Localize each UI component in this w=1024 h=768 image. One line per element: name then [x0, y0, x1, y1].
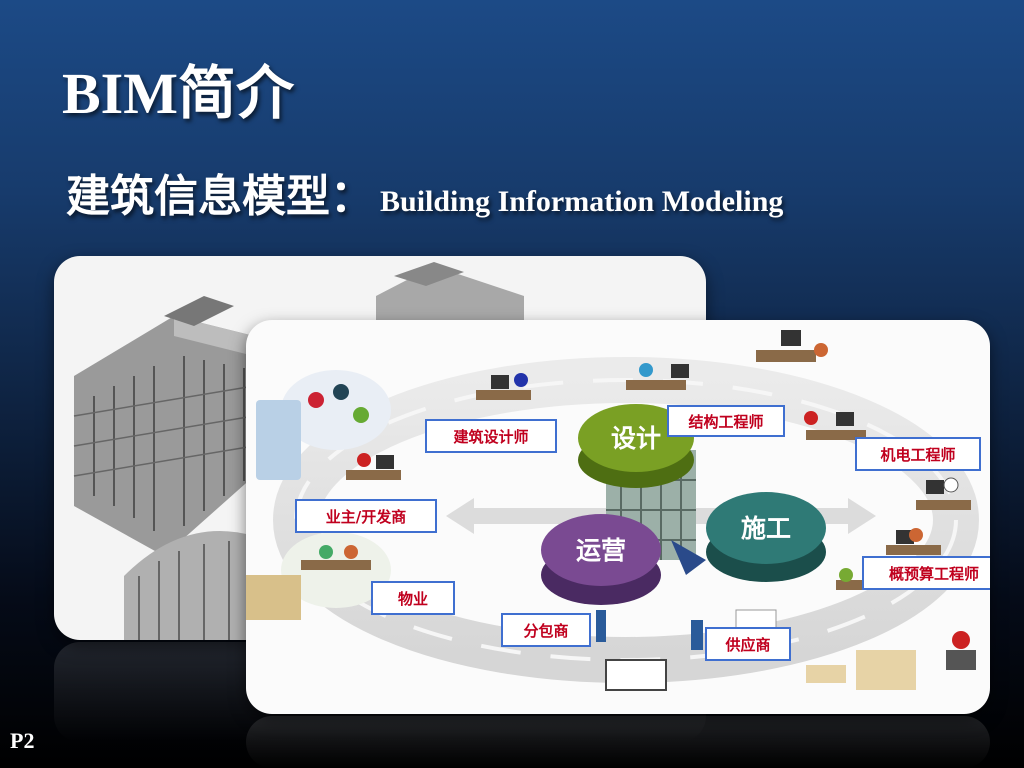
- svg-text:分包商: 分包商: [523, 622, 568, 640]
- lifecycle-drawing: 设计 运营 施工 建筑设计师 结构工程师 机电工程师 业主/开发商: [246, 330, 990, 691]
- workstation-icon: [346, 330, 976, 691]
- role-label-cost: 概预算工程师: [862, 556, 990, 590]
- construction-phase-disc: 施工: [706, 492, 826, 582]
- office-people-icon: [256, 370, 391, 480]
- svg-text:结构工程师: 结构工程师: [688, 413, 763, 431]
- svg-text:概预算工程师: 概预算工程师: [889, 565, 979, 583]
- subtitle-english: Building Information Modeling: [380, 185, 784, 218]
- role-label-subcontractor: 分包商: [501, 613, 591, 647]
- role-label-structural: 结构工程师: [667, 405, 785, 437]
- bim-lifecycle-diagram: 设计 运营 施工 建筑设计师 结构工程师 机电工程师 业主/开发商: [246, 320, 990, 714]
- role-label-supplier: 供应商: [705, 627, 791, 661]
- slide-title: BIM简介: [62, 61, 295, 126]
- role-label-architect: 建筑设计师: [425, 419, 557, 453]
- building-model-drawing: [73, 262, 524, 640]
- design-phase-disc: 设计: [578, 404, 694, 488]
- role-label-property: 物业: [371, 581, 455, 615]
- construction-phase-label: 施工: [741, 514, 791, 543]
- design-phase-label: 设计: [611, 424, 661, 453]
- svg-text:建筑设计师: 建筑设计师: [453, 428, 528, 446]
- diagram-panel-reflection: [246, 716, 990, 768]
- operation-phase-label: 运营: [576, 536, 626, 565]
- slide-subtitle: 建筑信息模型：Building Information Modeling: [66, 160, 783, 224]
- svg-text:物业: 物业: [398, 590, 428, 608]
- office-meeting-icon: [246, 532, 391, 620]
- svg-text:业主/开发商: 业主/开发商: [326, 508, 406, 526]
- svg-text:机电工程师: 机电工程师: [880, 446, 955, 464]
- page-number: P2: [10, 728, 35, 753]
- subtitle-chinese: 建筑信息模型：: [66, 171, 374, 222]
- operation-phase-disc: 运营: [541, 514, 661, 605]
- role-label-mep: 机电工程师: [855, 437, 981, 471]
- svg-text:供应商: 供应商: [724, 636, 770, 654]
- role-label-owner: 业主/开发商: [295, 499, 437, 533]
